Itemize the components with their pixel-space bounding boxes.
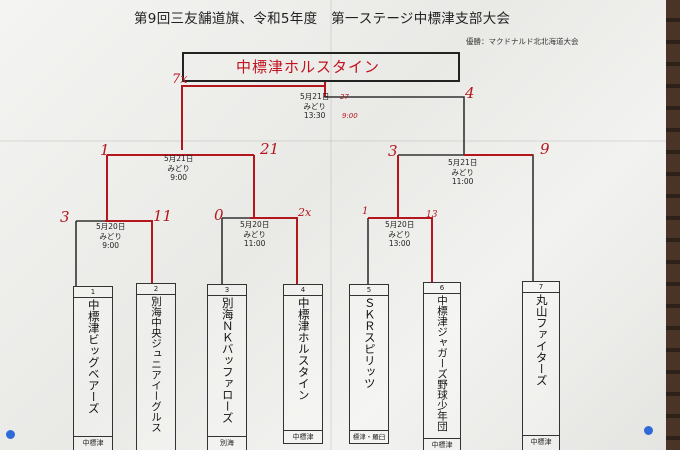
team-card-6: 6 中標津ジャガーズ野球少年団 中標津: [423, 282, 461, 450]
game-info-qf1: 5月20日 みどり 9:00: [96, 222, 125, 251]
game-info-semi-right: 5月21日 みどり 11:00: [448, 158, 477, 187]
team-region: 中標津: [424, 438, 460, 450]
tournament-subtitle: 優勝：マクドナルド北北海道大会: [466, 37, 579, 46]
game-time: 9:00: [170, 173, 188, 182]
game-date: 5月21日: [300, 92, 330, 101]
team-number: 2: [137, 284, 175, 295]
team-number: 1: [74, 287, 112, 298]
pushpin-icon: [6, 430, 15, 439]
wooden-wall: [666, 0, 680, 450]
winner-line: [368, 155, 433, 282]
team-card-4: 4 中標津ホルスタイン 中標津: [283, 284, 323, 444]
game-venue: みどり: [99, 231, 122, 241]
team-region: 中標津: [284, 430, 322, 443]
team-region: 標津・羅臼: [350, 430, 388, 443]
score-semi-right-b: 9: [540, 140, 550, 158]
score-final-right: 4: [465, 84, 475, 102]
team-name: ＳＫＲスピリッツ: [362, 297, 377, 389]
game-time: 11:00: [451, 177, 474, 186]
team-card-5: 5 ＳＫＲスピリッツ 標津・羅臼: [349, 284, 389, 444]
team-region: 別海: [208, 436, 246, 449]
team-name: 別海中央ジュニアイーグルス: [150, 296, 162, 433]
pushpin-icon: [644, 426, 653, 435]
game-venue: みどり: [167, 163, 190, 173]
team-card-1: 1 中標津ビッグベアーズ 中標津: [73, 286, 113, 450]
final-red-number: 27: [340, 93, 349, 101]
score-qf3-b: 13: [426, 210, 438, 220]
game-time: 11:00: [243, 239, 266, 248]
champion-box: [182, 52, 460, 82]
team-number: 3: [208, 285, 246, 296]
team-region: 中標津: [523, 435, 559, 448]
team-name: 丸山ファイターズ: [534, 294, 549, 386]
winner-line: [181, 82, 326, 150]
paper-crease: [0, 140, 668, 142]
score-semi-left-b: 21: [260, 140, 280, 158]
team-card-3: 3 別海ＮＫバッファローズ 別海: [207, 284, 247, 450]
game-info-final: 5月21日 みどり 13:30: [300, 92, 329, 121]
winner-line: [105, 220, 153, 283]
game-date: 5月21日: [164, 154, 194, 163]
team-name: 中標津ジャガーズ野球少年団: [436, 295, 448, 432]
team-number: 4: [284, 285, 322, 296]
game-venue: みどり: [303, 101, 326, 111]
game-info-qf3: 5月20日 みどり 13:00: [385, 220, 414, 249]
score-qf1-b: 11: [153, 207, 173, 225]
game-date: 5月20日: [240, 220, 270, 229]
score-semi-right-a: 3: [388, 142, 398, 160]
score-qf2-b: 2x: [298, 206, 312, 219]
winner-line: [106, 154, 255, 221]
game-venue: みどり: [243, 229, 266, 239]
score-qf3-a: 1: [362, 206, 369, 217]
bracket-line: [75, 220, 105, 286]
game-venue: みどり: [388, 229, 411, 239]
game-time: 9:00: [102, 241, 120, 250]
game-date: 5月20日: [385, 220, 415, 229]
team-name: 別海ＮＫバッファローズ: [220, 297, 235, 424]
tournament-title: 第9回三友舗道旗、令和5年度 第一ステージ中標津支部大会: [134, 11, 511, 27]
team-card-2: 2 別海中央ジュニアイーグルス: [136, 283, 176, 450]
score-qf1-a: 3: [60, 208, 70, 226]
team-card-7: 7 丸山ファイターズ 中標津: [522, 281, 560, 450]
score-final-left: 7x: [172, 72, 188, 87]
game-date: 5月20日: [96, 222, 126, 231]
champion-name: 中標津ホルスタイン: [236, 58, 381, 76]
bracket-line: [221, 217, 250, 284]
game-date: 5月21日: [448, 158, 478, 167]
winner-line: [250, 217, 298, 284]
team-number: 6: [424, 283, 460, 294]
team-name: 中標津ビッグベアーズ: [86, 299, 101, 414]
score-qf2-a: 0: [214, 206, 224, 224]
team-number: 5: [350, 285, 388, 296]
game-info-semi-left: 5月21日 みどり 9:00: [164, 154, 193, 183]
team-number: 7: [523, 282, 559, 293]
paper-crease: [330, 0, 332, 450]
score-semi-left-a: 1: [100, 141, 110, 159]
final-note-time: 9:00: [342, 112, 358, 120]
team-name: 中標津ホルスタイン: [296, 297, 311, 401]
game-venue: みどり: [451, 167, 474, 177]
game-time: 13:30: [303, 111, 326, 120]
game-time: 13:00: [388, 239, 411, 248]
game-info-qf2: 5月20日 みどり 11:00: [240, 220, 269, 249]
team-region: 中標津: [74, 436, 112, 449]
